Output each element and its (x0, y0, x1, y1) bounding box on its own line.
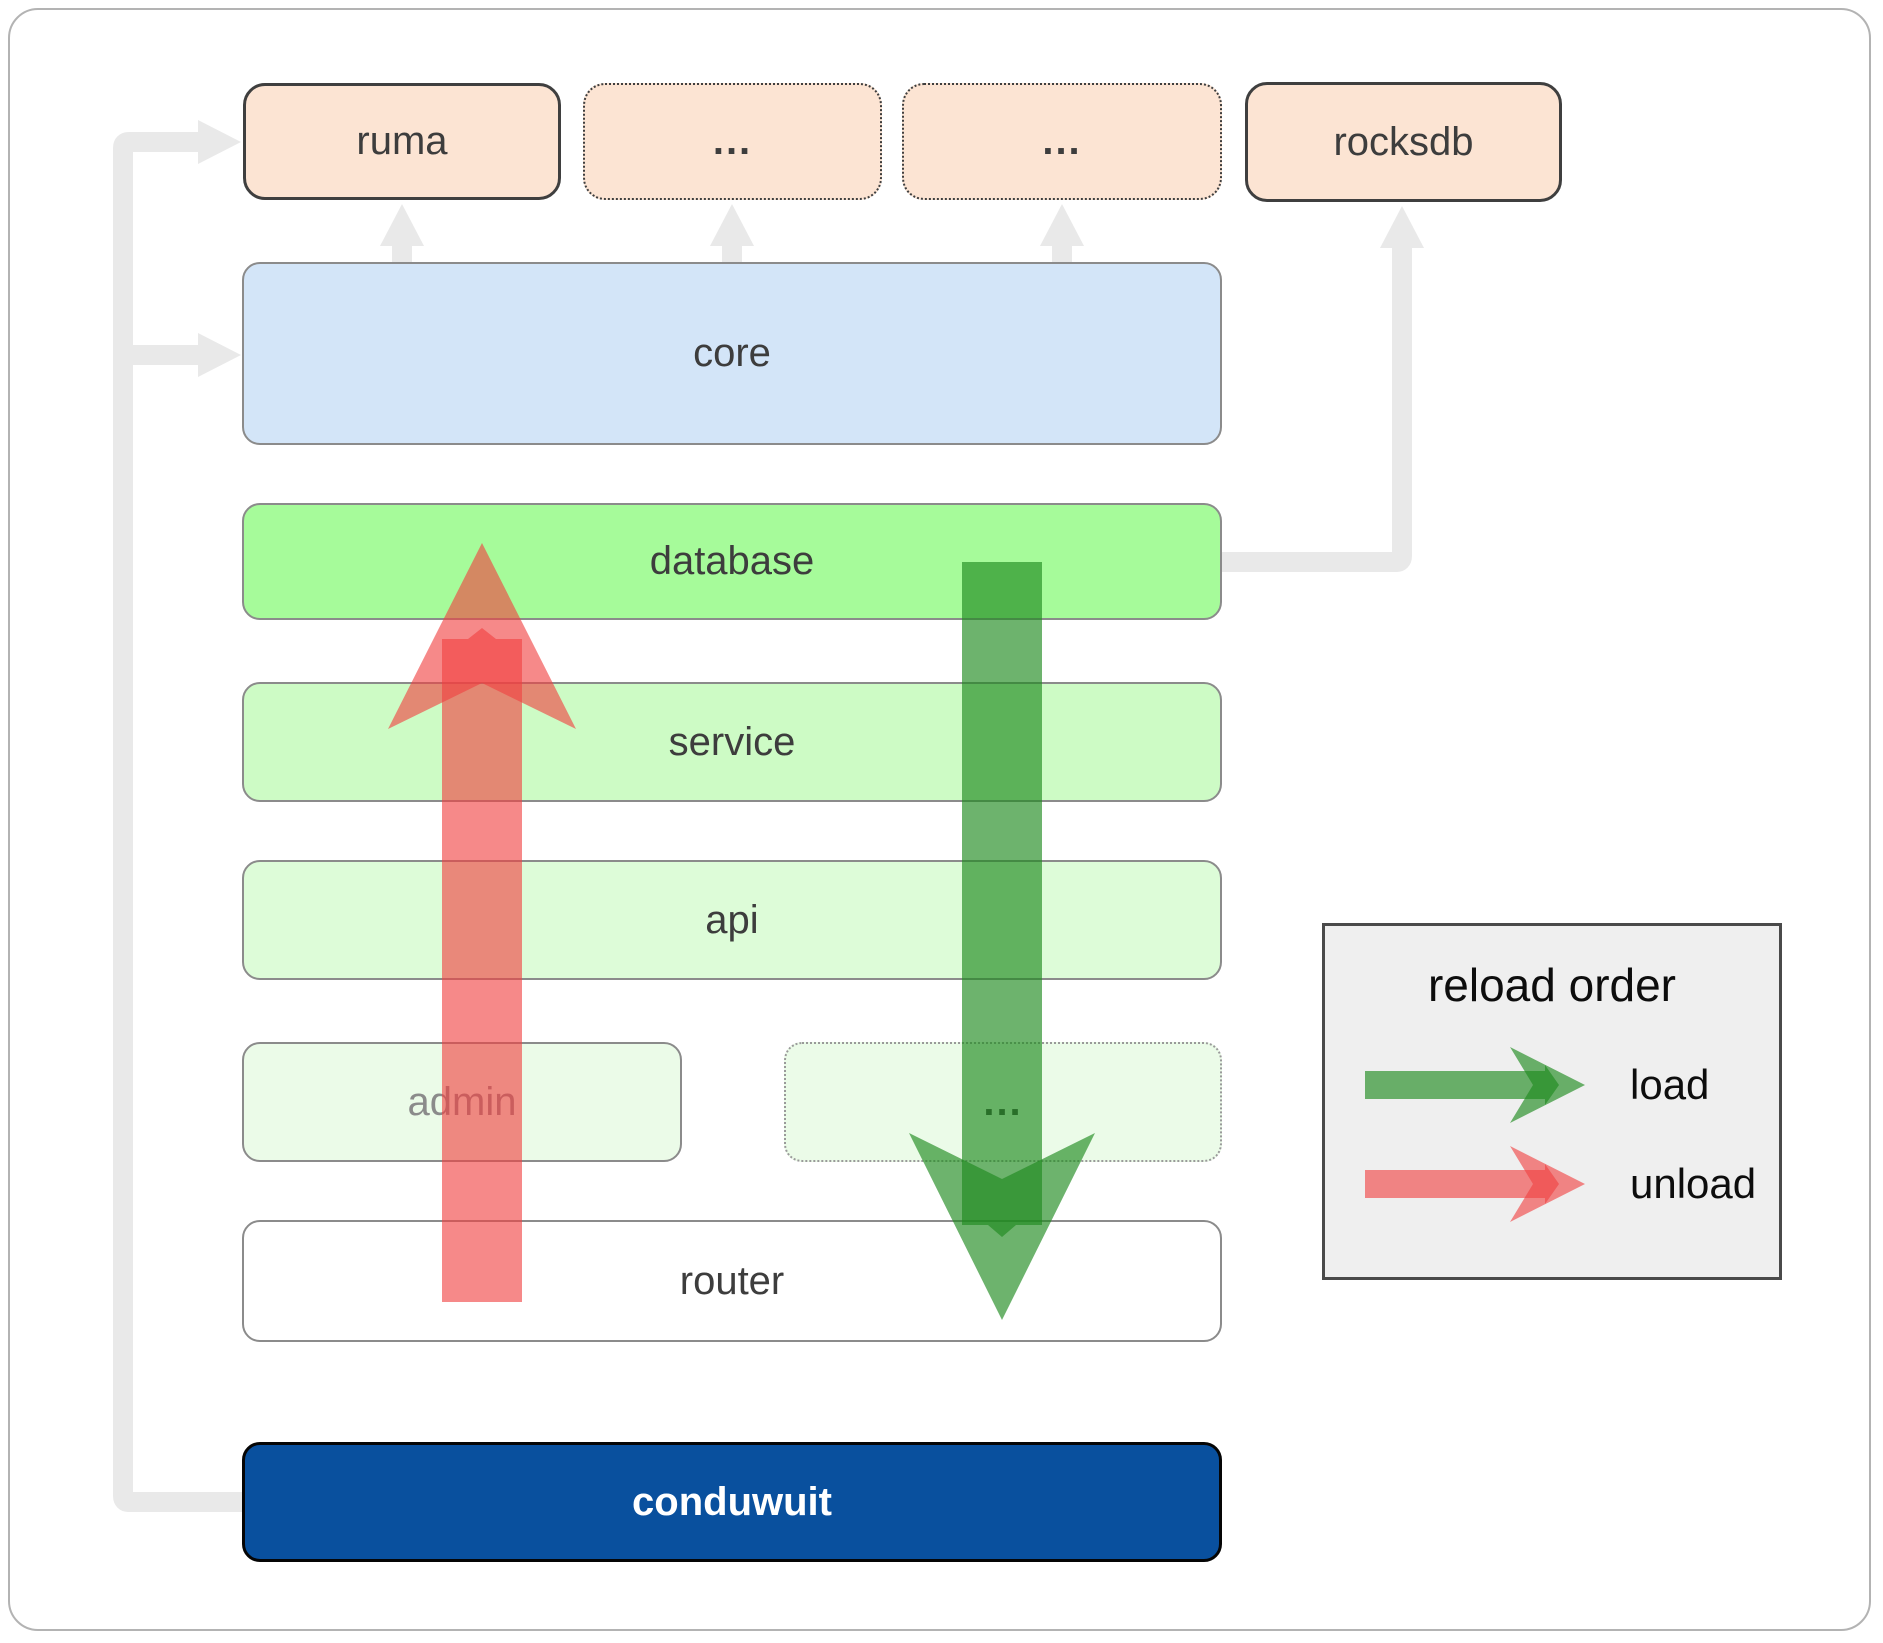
diagram-frame (8, 8, 1871, 1631)
node-ellipsis-admin: ... (784, 1042, 1222, 1162)
legend-label-unload: unload (1630, 1160, 1757, 1207)
node-conduwuit-label: conduwuit (632, 1479, 832, 1524)
legend-label-load: load (1630, 1061, 1710, 1108)
node-admin-label: admin (407, 1079, 517, 1124)
legend-row-unload: unload (1365, 1139, 1756, 1229)
load-arrow-icon (1365, 1047, 1585, 1123)
node-database-label: database (649, 539, 815, 583)
node-rocksdb-label: rocksdb (1333, 119, 1474, 164)
node-router: router (242, 1220, 1222, 1342)
node-ruma-label: ruma (356, 119, 448, 163)
node-api-label: api (705, 897, 759, 942)
node-ellipsis-top-2-label: ... (1042, 119, 1082, 163)
node-core-label: core (693, 331, 771, 375)
node-rocksdb: rocksdb (1245, 82, 1562, 202)
node-ellipsis-top-1: ... (583, 83, 882, 200)
legend-reload-order: reload order load unload (1322, 923, 1782, 1280)
node-admin: admin (242, 1042, 682, 1162)
node-service: service (242, 682, 1222, 802)
node-ellipsis-top-2: ... (902, 83, 1222, 200)
node-ruma: ruma (243, 83, 561, 200)
unload-arrow-icon (1365, 1146, 1585, 1222)
legend-title: reload order (1427, 959, 1677, 1011)
node-service-label: service (668, 719, 796, 764)
node-ellipsis-top-1-label: ... (712, 119, 753, 163)
node-core: core (242, 262, 1222, 445)
legend-row-load: load (1365, 1040, 1709, 1130)
node-database: database (242, 503, 1222, 620)
node-ellipsis-admin-label: ... (983, 1079, 1023, 1124)
node-router-label: router (679, 1258, 785, 1303)
node-conduwuit: conduwuit (242, 1442, 1222, 1562)
node-api: api (242, 860, 1222, 980)
